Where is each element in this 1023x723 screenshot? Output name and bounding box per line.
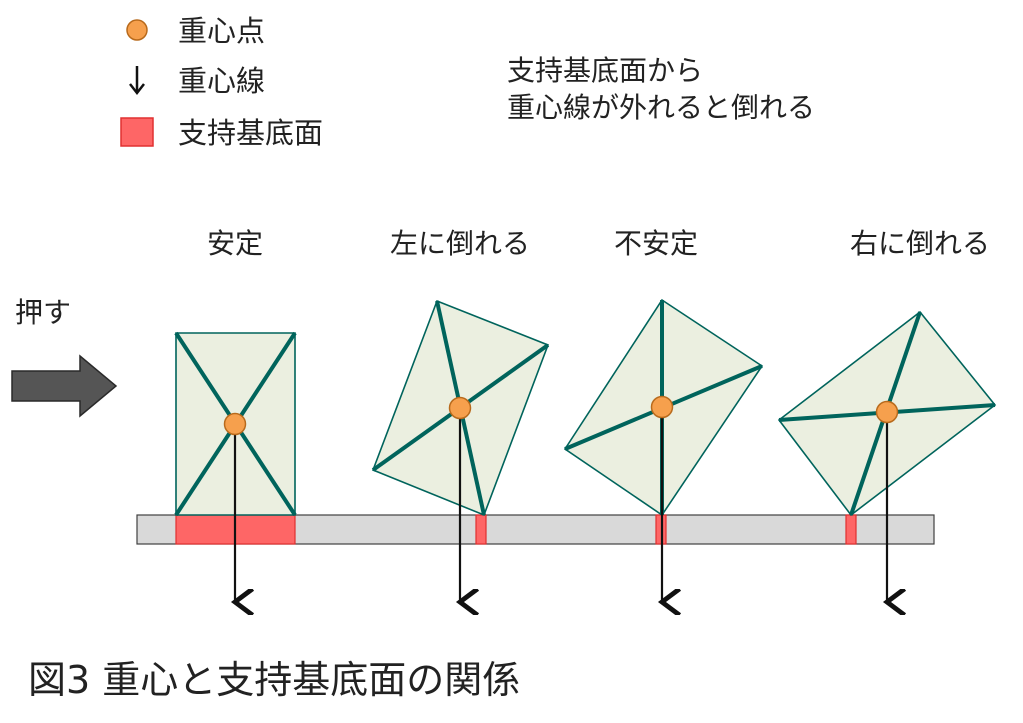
legend-centroid-label: 重心点: [178, 14, 265, 48]
state-label-stable: 安定: [207, 227, 263, 260]
legend-gravity-line-icon: [129, 66, 145, 96]
centroid-unstable: [650, 395, 674, 419]
legend-base-icon: [120, 117, 154, 147]
support-base-fall-right: [845, 514, 857, 545]
legend-gravity-line-label: 重心線: [178, 64, 265, 98]
note-line-2: 重心線が外れると倒れる: [507, 91, 815, 124]
box-fall-left: [371, 299, 550, 602]
centroid-stable: [223, 412, 247, 436]
box-stable: [174, 331, 297, 602]
state-label-unstable: 不安定: [614, 227, 698, 260]
centroid-fall-right: [875, 400, 899, 424]
state-label-fall-left: 左に倒れる: [390, 227, 530, 260]
centroid-fall-left: [448, 396, 472, 420]
push-arrow-icon: [11, 354, 118, 418]
box-fall-right: [777, 310, 997, 602]
note-line-1: 支持基底面から: [507, 54, 703, 87]
legend-base-label: 支持基底面: [178, 116, 323, 150]
state-label-fall-right: 右に倒れる: [850, 227, 990, 260]
box-unstable: [563, 298, 764, 602]
support-base-fall-left: [475, 514, 487, 545]
legend: 重心点 重心線 支持基底面: [120, 14, 323, 150]
figure-caption: 図3 重心と支持基底面の関係: [28, 658, 520, 702]
push-label: 押す: [15, 296, 71, 329]
legend-centroid-icon: [126, 19, 148, 41]
note: 支持基底面から 重心線が外れると倒れる: [507, 54, 815, 124]
